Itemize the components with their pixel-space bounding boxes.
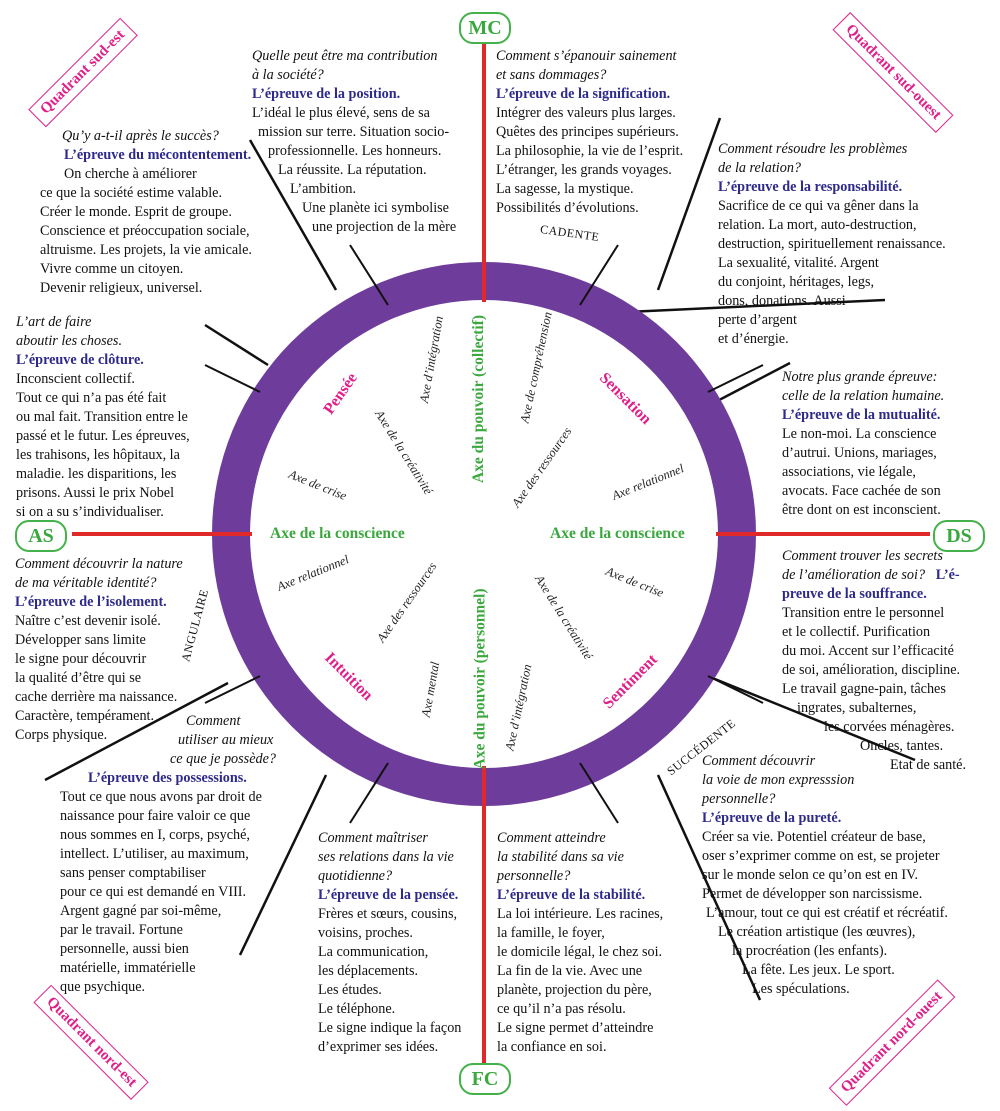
ds-badge: DS: [933, 520, 985, 552]
axe-pouvoir-collectif: Axe du pouvoir (collectif): [470, 314, 488, 484]
house-6-text: Comment trouver les secrets de l’amélior…: [782, 548, 967, 773]
ring-cusps: [204, 244, 764, 824]
cusp-line-8-a: [605, 298, 886, 315]
cusp-line-9: [656, 117, 722, 291]
cusp-line-11: [248, 139, 338, 291]
cusp-line-2: [238, 774, 328, 956]
cusp-line-12: [204, 323, 269, 367]
fc-badge: FC: [459, 1063, 511, 1095]
cusp-line-6: [699, 671, 916, 762]
house-cusp-lines: [44, 117, 916, 1001]
house-11-text: Qu’y a-t-il après le succès? L’épreuve d…: [40, 128, 252, 296]
axe-conscience-left: Axe de la conscience: [270, 525, 405, 542]
axe-conscience-right: Axe de la conscience: [550, 525, 685, 542]
house-7-text: Notre plus grande épreuve:celle de la re…: [782, 369, 945, 518]
mc-badge: MC: [459, 12, 511, 44]
cusp-line-5: [656, 774, 762, 1001]
house-2-text: Comment utiliser au mieux ce que je poss…: [60, 713, 276, 995]
inner-circle: [250, 300, 718, 768]
as-badge: AS: [15, 520, 67, 552]
axe-pouvoir-personnel: Axe du pouvoir (personnel): [471, 588, 489, 770]
main-axes: [72, 38, 930, 1075]
cusp-line-1: [44, 681, 229, 782]
